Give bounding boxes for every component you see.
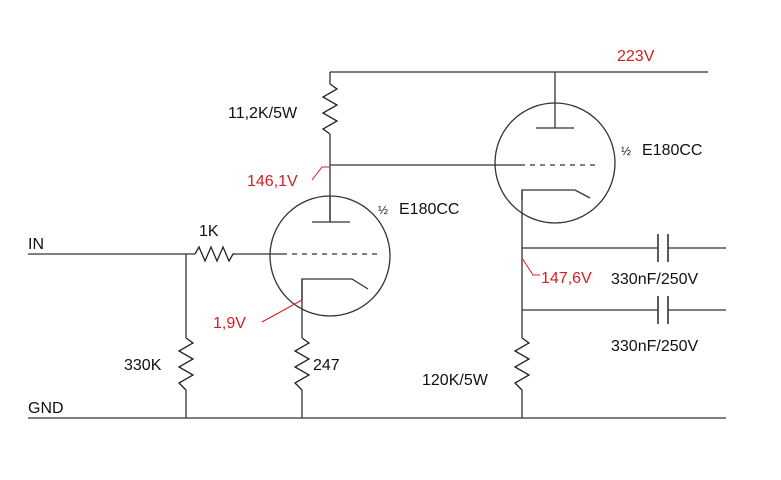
label-ground: GND [28, 400, 64, 417]
label-cathode-voltage-first: 1,9V [213, 315, 246, 332]
label-tube-second-half: ½ [621, 144, 631, 158]
resistor-cathode-second [513, 337, 531, 391]
label-anode-resistor: 11,2K/5W [228, 105, 298, 122]
leader-cathode-first [261, 299, 303, 323]
label-cathode-load-resistor: 120K/5W [422, 372, 489, 389]
tube-cathode-second [521, 189, 591, 200]
label-grid-resistor: 1K [199, 223, 219, 240]
label-capacitor-2: 330nF/250V [611, 338, 699, 355]
tube-second [494, 102, 616, 224]
resistor-grid-leak [177, 337, 195, 391]
label-cathode-resistor-first: 247 [313, 357, 340, 374]
label-input: IN [28, 236, 44, 253]
capacitor-1-plates [657, 234, 669, 262]
labels: IN GND 223V 11,2K/5W 146,1V ½ E180CC ½ E… [28, 48, 702, 417]
label-cathode-voltage-second: 147,6V [541, 270, 592, 287]
resistors [177, 83, 531, 391]
tube-envelope-second [494, 102, 616, 224]
label-anode-voltage: 146,1V [247, 173, 298, 190]
tube-first [269, 195, 391, 317]
resistor-cathode-first [293, 337, 311, 391]
tube-cathode-first [301, 278, 369, 300]
resistor-anode [321, 83, 339, 135]
leader-anode-first [311, 166, 330, 181]
label-tube-first-half: ½ [378, 203, 388, 217]
resistor-grid-series [194, 245, 236, 263]
label-tube-first: E180CC [399, 201, 459, 218]
label-capacitor-1: 330nF/250V [611, 271, 699, 288]
label-grid-leak-resistor: 330K [124, 357, 162, 374]
label-supply-voltage: 223V [617, 48, 655, 65]
capacitor-2-plates [657, 296, 669, 324]
leader-cathode-second [521, 257, 540, 276]
capacitors [657, 234, 669, 324]
label-tube-second: E180CC [642, 142, 702, 159]
tube-anode-first [312, 196, 350, 223]
voltage-leaders [261, 166, 540, 323]
